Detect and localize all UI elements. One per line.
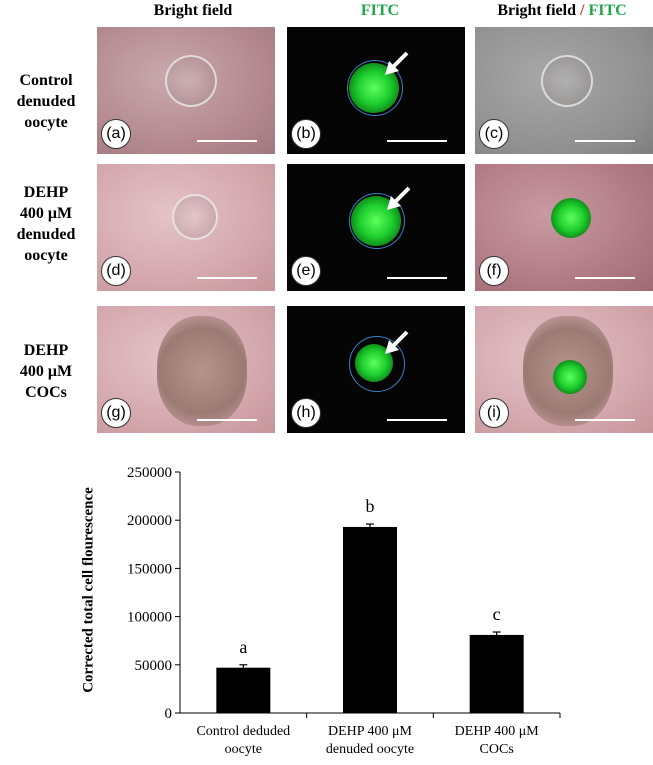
row-label-dehp-cocs: DEHP 400 μM COCs [0, 340, 92, 403]
y-tick-label: 100000 [127, 610, 172, 626]
panel-label: (i) [479, 398, 509, 428]
bar-2 [343, 526, 397, 713]
micrograph-e: (e) [287, 164, 465, 291]
y-tick-label: 150000 [127, 561, 172, 577]
oocyte-cell [165, 55, 217, 107]
y-tick-label: 50000 [135, 658, 173, 674]
column-header-fitc: FITC [330, 2, 430, 20]
column-header-merge-fitc: FITC [588, 2, 627, 19]
scale-bar [575, 140, 635, 142]
y-tick-label: 250000 [127, 465, 172, 481]
x-category-label: DEHP 400 μM [328, 724, 413, 739]
row-label-line: oocyte [24, 114, 68, 131]
cumulus-cell-mass [157, 316, 247, 426]
significance-letter: a [239, 637, 247, 657]
oocyte-outline-ring [347, 60, 403, 116]
column-header-merge-bf: Bright field [497, 2, 576, 19]
row-label-line: Control [19, 72, 73, 89]
row-label-line: 400 μM [19, 363, 73, 380]
panel-label: (b) [291, 119, 321, 149]
arrow-icon [385, 51, 409, 75]
micrograph-d: (d) [97, 164, 275, 291]
column-header-bright-field: Bright field [128, 2, 258, 20]
row-label-control: Control denuded oocyte [0, 70, 92, 133]
row-label-line: DEHP [23, 342, 69, 359]
x-category-label: COCs [480, 742, 514, 757]
micrograph-b: (b) [287, 27, 465, 154]
bar-1 [216, 667, 271, 713]
arrow-icon [387, 186, 411, 210]
y-tick-label: 0 [165, 706, 173, 722]
oocyte-outline-ring [349, 336, 405, 392]
scale-bar [387, 277, 447, 279]
bar-3 [469, 634, 524, 713]
oocyte-cell [541, 55, 593, 107]
oocyte-outline-ring [349, 193, 405, 249]
scale-bar [575, 419, 635, 421]
fluorescent-oocyte [551, 198, 591, 238]
oocyte-cell [172, 194, 218, 240]
micrograph-f: (f) [475, 164, 653, 291]
panel-label: (d) [101, 256, 131, 286]
panel-label: (g) [101, 398, 131, 428]
scale-bar [197, 419, 257, 421]
row-label-line: 400 μM [19, 205, 73, 222]
scale-bar [197, 277, 257, 279]
x-category-label: denuded oocyte [326, 742, 414, 757]
row-label-line: oocyte [24, 247, 68, 264]
arrow-icon [385, 330, 409, 354]
x-category-label: oocyte [225, 742, 262, 757]
significance-letter: b [366, 496, 375, 516]
y-tick-label: 200000 [127, 513, 172, 529]
micrograph-c: (c) [475, 27, 653, 154]
row-label-line: denuded [16, 226, 76, 243]
x-category-label: DEHP 400 μM [455, 724, 540, 739]
row-label-line: COCs [25, 384, 67, 401]
panel-label: (e) [291, 256, 321, 286]
panel-label: (f) [479, 256, 509, 286]
column-header-fitc-text: FITC [360, 2, 400, 19]
row-label-dehp-denuded: DEHP 400 μM denuded oocyte [0, 182, 92, 266]
row-label-line: DEHP [23, 184, 69, 201]
significance-letter: c [493, 604, 501, 624]
row-label-line: denuded [16, 93, 76, 110]
micrograph-i: (i) [475, 306, 653, 433]
scale-bar [387, 140, 447, 142]
micrograph-g: (g) [97, 306, 275, 433]
panel-label: (c) [479, 119, 509, 149]
micrograph-h: (h) [287, 306, 465, 433]
panel-label: (h) [291, 398, 321, 428]
fluorescent-oocyte [553, 360, 587, 394]
column-header-merge-separator: / [579, 2, 585, 19]
column-header-merge: Bright field / FITC [472, 2, 652, 20]
x-category-label: Control deduded [196, 724, 290, 739]
scale-bar [197, 140, 257, 142]
scale-bar [387, 419, 447, 421]
column-header-bright-field-text: Bright field [153, 2, 233, 19]
scale-bar [575, 277, 635, 279]
micrograph-a: (a) [97, 27, 275, 154]
panel-label: (a) [101, 119, 131, 149]
